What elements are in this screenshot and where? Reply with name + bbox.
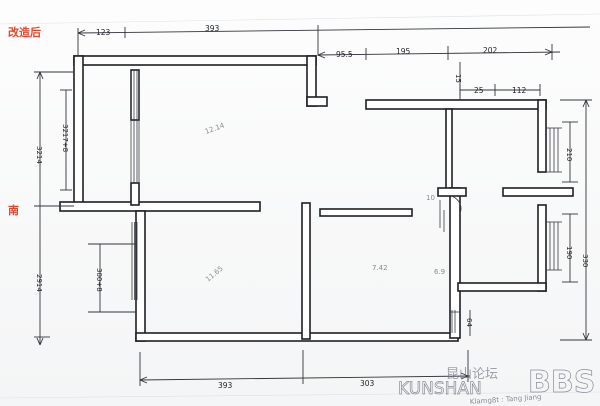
dim-right-small: 64	[465, 318, 473, 327]
room-note-2: 11.65	[204, 265, 224, 284]
dim-right-window-upper: 210	[565, 148, 573, 161]
dim-top-main: 393	[205, 24, 220, 33]
watermark-en: KUNSHAN	[398, 379, 482, 399]
dim-top-left-small: 123	[96, 28, 111, 37]
window-right-upper	[546, 127, 562, 173]
dim-left-outer-upper: 3214	[35, 146, 43, 164]
window-left-lower	[131, 222, 138, 300]
room-note-1: 12.14	[204, 121, 226, 136]
dim-vertical-15: 15	[454, 74, 462, 83]
plan-title: 改造后	[8, 25, 41, 39]
dim-inner-25: 25	[474, 86, 484, 95]
window-bottom-right	[449, 310, 460, 333]
dim-bottom-right: 303	[360, 379, 375, 388]
dim-top-mid: 195	[396, 47, 411, 56]
paper-lines	[0, 13, 600, 399]
dim-left-inner-lower: 300+8	[95, 268, 103, 292]
dim-left-outer-lower: 2914	[35, 274, 43, 292]
dim-bottom-left: 393	[218, 381, 233, 390]
window-left-upper	[130, 70, 140, 183]
door-marks	[439, 195, 462, 232]
dimension-lines	[34, 25, 592, 386]
dim-left-inner-upper: 3217+8	[61, 124, 69, 152]
dim-right-window-lower: 190	[565, 246, 573, 259]
walls	[59, 55, 574, 342]
dim-top-mid-small: 95.5	[336, 50, 353, 59]
window-right-lower	[546, 221, 562, 271]
room-note-4: 6.9	[434, 268, 445, 276]
watermark-bbs: BBS	[528, 365, 595, 400]
dim-top-right: 202	[483, 46, 498, 55]
room-note-3: 7.42	[372, 264, 388, 272]
dim-inner-112: 112	[512, 86, 527, 95]
room-note-5: 10	[426, 194, 435, 202]
dim-right-outer: 330	[581, 254, 589, 267]
watermark-cn: 昆山论坛	[446, 367, 498, 382]
direction-south-label: 南	[8, 203, 19, 217]
forum-watermark: 昆山论坛 KUNSHAN BBS Klamg8t : Tang Jiang	[398, 365, 596, 406]
